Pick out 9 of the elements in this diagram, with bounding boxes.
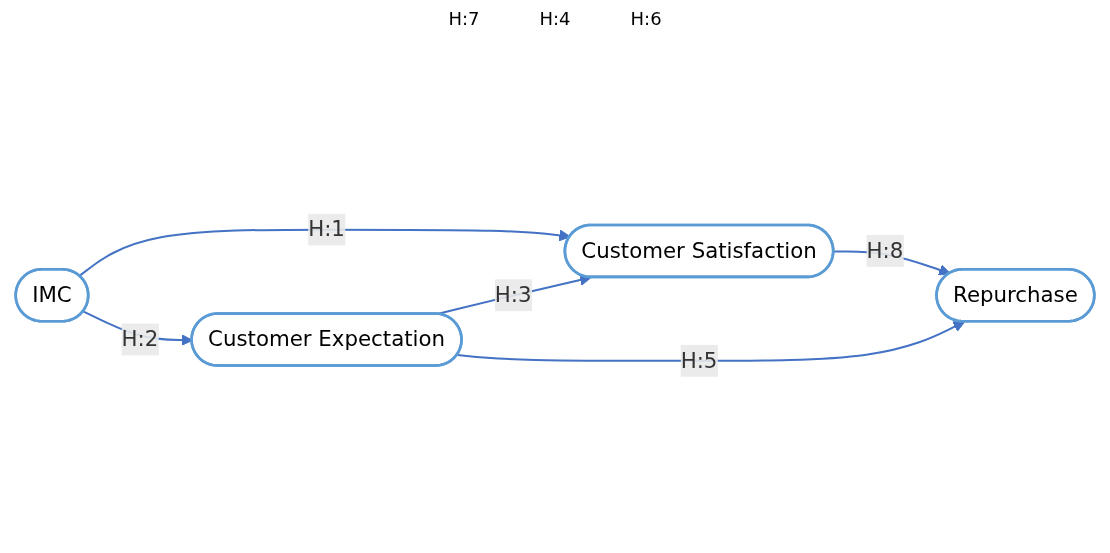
edge-label: H:3	[494, 281, 532, 307]
edge-label: H:2	[121, 325, 159, 352]
hypothesis-label: H:4	[539, 8, 571, 29]
edge-label: H:5	[680, 347, 718, 373]
hypothesis-label: H:6	[630, 8, 662, 29]
hypothesis-label: H:7	[448, 8, 480, 29]
arrow	[456, 321, 965, 362]
edge-label: H:1	[308, 216, 345, 242]
edge-label: H:8	[866, 237, 904, 263]
